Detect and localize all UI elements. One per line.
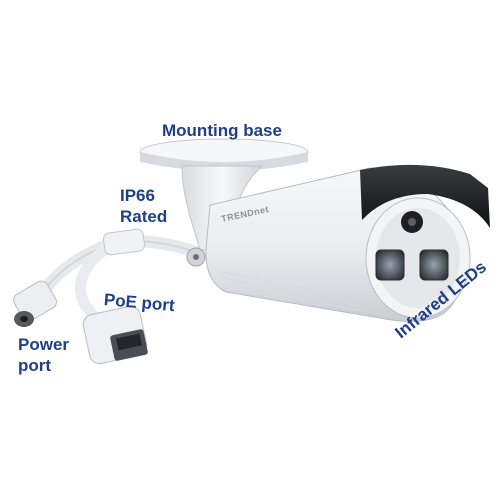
- power-connector: [13, 280, 57, 327]
- camera-front-face: [365, 197, 471, 319]
- callout-power-port: Power port: [18, 334, 69, 376]
- mounting-base: [139, 138, 309, 267]
- callout-ip66-line1: IP66: [120, 186, 155, 205]
- callout-ip66-line2: Rated: [120, 207, 168, 226]
- poe-connector: [82, 305, 148, 365]
- callout-power-line2: port: [18, 356, 52, 375]
- callout-mounting-base: Mounting base: [162, 121, 282, 140]
- cable-harness: [36, 228, 202, 344]
- sunshield: [360, 164, 490, 228]
- callout-power-line1: Power: [18, 335, 70, 354]
- callout-ip66-rated: IP66 Rated: [120, 185, 167, 227]
